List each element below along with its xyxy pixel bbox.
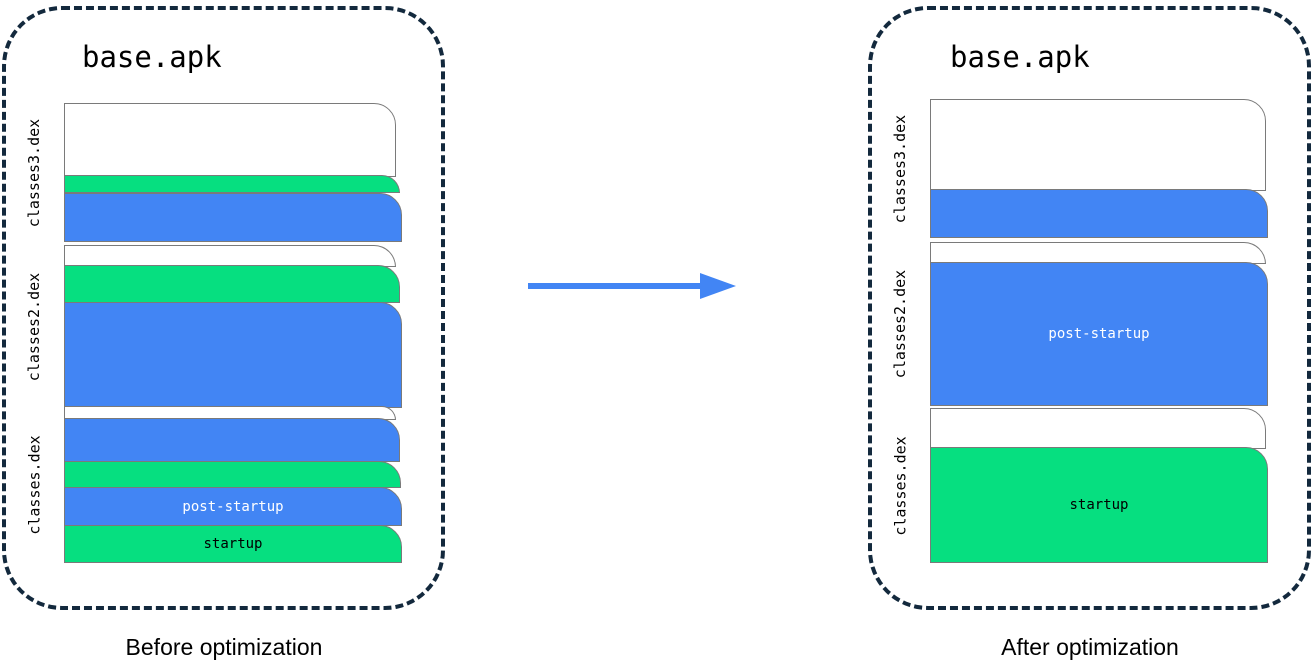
dex-group-before-classes3: classes3.dex — [25, 103, 424, 242]
caption-after-optimization: After optimization — [1001, 634, 1179, 660]
segment-blue — [930, 189, 1268, 238]
dex-label-before-classes3: classes3.dex — [25, 118, 44, 227]
segment-green — [64, 461, 401, 488]
dex-label-after-classes: classes.dex — [891, 435, 910, 536]
apk-panel-after: base.apk classes3.dex classes2.dex post-… — [868, 6, 1311, 610]
segment-blue — [64, 302, 402, 408]
segment-blue — [64, 418, 400, 462]
caption-before-optimization: Before optimization — [125, 634, 323, 660]
apk-title-after: base.apk — [950, 40, 1090, 74]
dex-stack-after-classes3 — [930, 99, 1290, 238]
dex-group-after-classes: classes.dex startup — [891, 408, 1290, 563]
segment-blue — [64, 193, 402, 242]
segment-green-startup: startup — [930, 447, 1268, 563]
transition-arrow — [528, 272, 736, 300]
apk-title-before: base.apk — [82, 40, 222, 74]
segment-green — [64, 265, 400, 303]
dex-group-after-classes2: classes2.dex post-startup — [891, 242, 1290, 406]
dex-group-before-classes: classes.dex post-startup startup — [25, 406, 424, 563]
segment-green — [64, 175, 400, 193]
dex-group-after-classes3: classes3.dex — [891, 99, 1290, 238]
dex-stack-after-classes2: post-startup — [930, 242, 1290, 406]
dex-stack-after-classes: startup — [930, 408, 1290, 563]
segment-white — [64, 103, 396, 177]
dex-label-after-classes3: classes3.dex — [891, 114, 910, 223]
dex-label-before-classes: classes.dex — [25, 434, 44, 535]
dex-label-before-classes2: classes2.dex — [25, 272, 44, 381]
apk-panel-before: base.apk classes3.dex classes2.dex — [2, 6, 445, 610]
dex-stack-before-classes: post-startup startup — [64, 406, 424, 563]
dex-stack-before-classes2 — [64, 245, 424, 408]
segment-white — [930, 99, 1266, 191]
segment-white — [930, 242, 1266, 264]
dex-stack-before-classes3 — [64, 103, 424, 242]
segment-green-startup: startup — [64, 525, 402, 563]
segment-white — [64, 245, 396, 267]
segment-blue-post-startup: post-startup — [64, 487, 402, 526]
dex-group-before-classes2: classes2.dex — [25, 245, 424, 408]
dex-label-after-classes2: classes2.dex — [891, 269, 910, 379]
segment-white — [930, 408, 1266, 449]
segment-blue-post-startup: post-startup — [930, 262, 1268, 406]
